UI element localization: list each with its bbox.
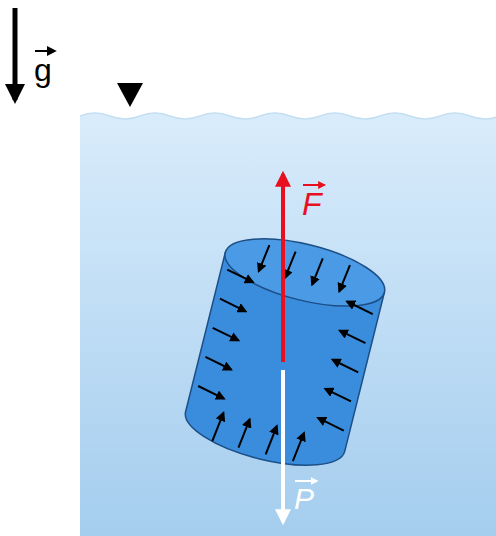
- pressure-arrow: [312, 257, 323, 285]
- buoyant-force-arrow: [281, 174, 285, 362]
- pressure-arrow: [293, 432, 304, 462]
- gravity-arrow: [13, 8, 18, 100]
- cylinder: [179, 225, 391, 478]
- vector-accent: [303, 184, 325, 186]
- vector-accent: [295, 480, 317, 482]
- pressure-arrow: [285, 251, 296, 279]
- water-level-marker: [117, 83, 143, 107]
- pressure-arrow: [211, 328, 240, 341]
- pressure-arrow: [339, 264, 350, 292]
- pressure-arrow: [317, 418, 346, 431]
- water: [80, 113, 496, 536]
- pressure-arrow: [259, 244, 270, 272]
- pressure-arrow: [266, 425, 277, 455]
- vector-accent: [35, 50, 55, 52]
- pressure-arrow: [212, 412, 223, 442]
- water-surface: [80, 113, 496, 119]
- pressure-arrow: [331, 360, 360, 373]
- weight-arrow: [281, 370, 285, 522]
- pressure-arrow: [338, 331, 367, 344]
- pressure-arrow: [204, 357, 233, 370]
- force-symbol: F: [302, 188, 322, 220]
- gravity-symbol: g: [34, 54, 52, 86]
- vector-accents: [35, 51, 325, 481]
- pressure-arrow: [226, 270, 255, 283]
- pressure-arrow: [238, 418, 249, 448]
- weight-symbol: P: [294, 484, 314, 514]
- pressure-arrow: [197, 386, 226, 399]
- pressure-arrow: [219, 299, 248, 312]
- pressure-arrow: [324, 389, 353, 402]
- pressure-arrow: [346, 302, 375, 315]
